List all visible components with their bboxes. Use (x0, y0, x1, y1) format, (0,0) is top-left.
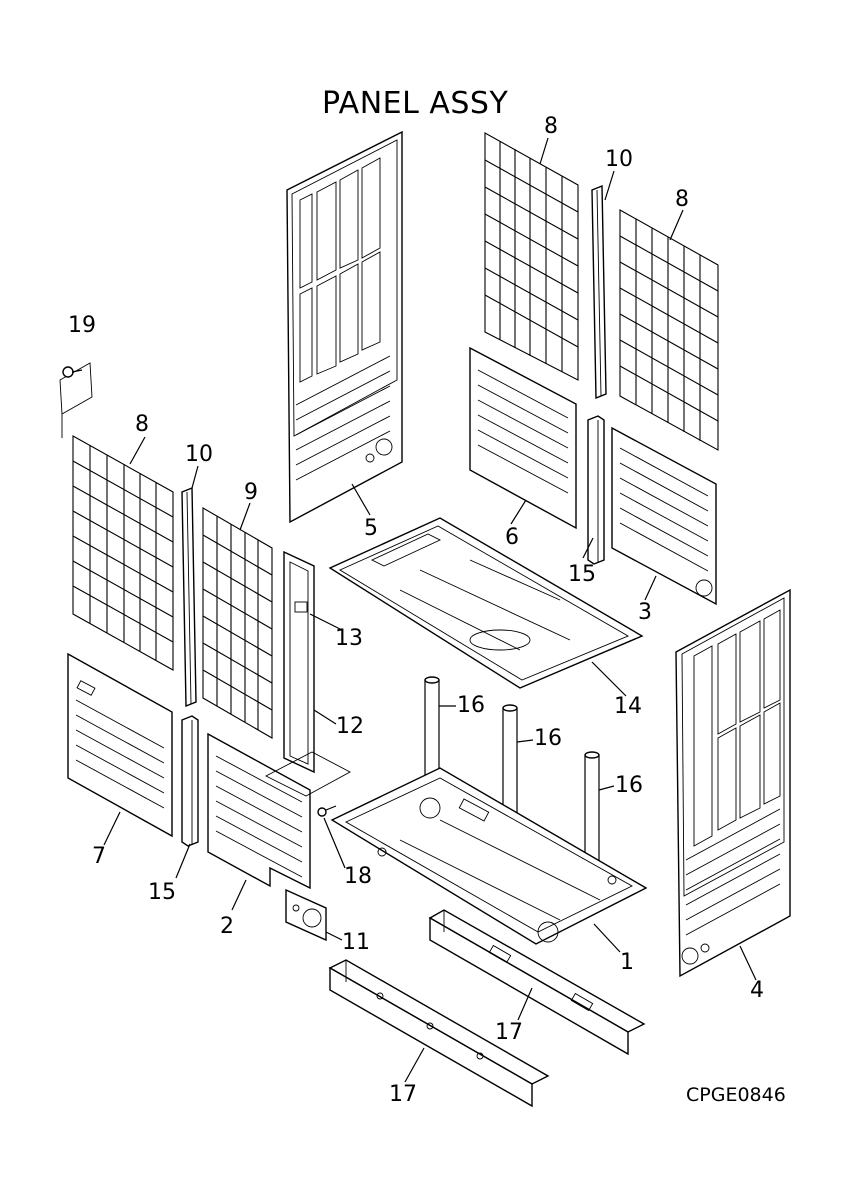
callout-11: 11 (342, 930, 370, 955)
callout-18: 18 (344, 864, 372, 889)
callout-7: 7 (92, 844, 106, 869)
part-15-post-left (181, 715, 199, 847)
part-6-side-panel (469, 346, 577, 530)
callout-19: 19 (68, 313, 96, 338)
part-8-mesh-grid-left (72, 435, 174, 671)
callout-17-upper: 17 (495, 1020, 523, 1045)
part-8-mesh-grid-top (484, 132, 579, 381)
callout-15-left: 15 (148, 880, 176, 905)
part-10-rail-left (181, 486, 197, 708)
drawing-code: CPGE0846 (686, 1084, 786, 1106)
callout-8-top: 8 (544, 114, 558, 139)
part-12-narrow-panel (283, 550, 315, 774)
callout-16-a: 16 (457, 693, 485, 718)
callout-3: 3 (638, 600, 652, 625)
part-2-side-panel (207, 732, 351, 890)
callout-1: 1 (620, 950, 634, 975)
part-17-rail-lower (328, 959, 550, 1108)
callout-2: 2 (220, 914, 234, 939)
callout-10-left: 10 (185, 442, 213, 467)
callout-17-lower: 17 (389, 1082, 417, 1107)
callout-13: 13 (335, 626, 363, 651)
callout-10-top: 10 (605, 147, 633, 172)
part-4-front-panel (675, 588, 791, 978)
callout-4: 4 (750, 978, 764, 1003)
part-17-rail-upper (428, 909, 646, 1056)
leader-lines (103, 137, 757, 1083)
part-1-base-plate (330, 767, 648, 945)
callout-16-c: 16 (615, 773, 643, 798)
part-14-top-plate (328, 517, 644, 689)
part-8-mesh-grid-right (619, 209, 719, 451)
callout-5: 5 (364, 516, 378, 541)
part-7-front-panel (67, 652, 173, 838)
part-10-rail-top (591, 184, 607, 400)
callout-14: 14 (614, 694, 642, 719)
part-18-screw (317, 805, 337, 817)
callout-16-b: 16 (534, 726, 562, 751)
callout-6: 6 (505, 525, 519, 550)
callout-15-top: 15 (568, 562, 596, 587)
callout-9: 9 (244, 480, 258, 505)
part-11-grommet-plate (285, 888, 327, 942)
part-15-post-top (587, 415, 605, 565)
part-9-mesh-grid (202, 507, 273, 739)
part-19-screw (59, 362, 93, 438)
callout-8-right: 8 (675, 187, 689, 212)
drawing-title: PANEL ASSY (322, 86, 509, 121)
callout-8-left: 8 (135, 412, 149, 437)
callout-12: 12 (336, 714, 364, 739)
part-16-support-column-3 (584, 751, 600, 866)
part-5-rear-panel (286, 130, 403, 524)
part-3-side-panel (611, 426, 717, 606)
